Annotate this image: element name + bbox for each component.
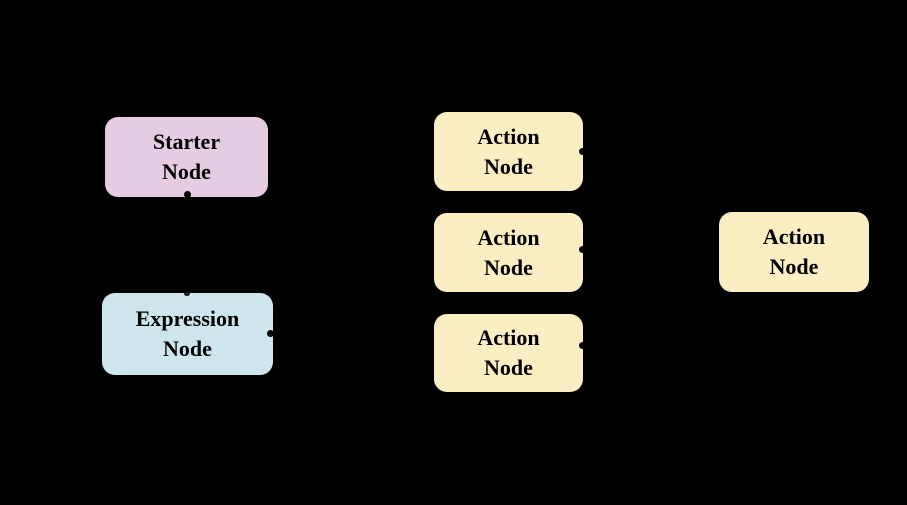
connector-stub-starter-bottom	[184, 191, 191, 198]
connector-stub-expression-right	[267, 330, 274, 337]
connector-stub-action-2-right	[579, 246, 586, 253]
action-node-2: Action Node	[434, 213, 583, 292]
starter-node-label-line1: Starter	[152, 129, 221, 154]
action-node-3-label-line1: Action	[477, 325, 540, 350]
action-node-4-label-line1: Action	[762, 224, 826, 249]
action-node-2-label-line1: Action	[477, 224, 540, 250]
connector-stub-action-3-right	[579, 342, 586, 349]
action-node-1-label-line1: Action	[477, 123, 540, 149]
action-node-4-label-line2: Node	[769, 254, 819, 279]
connector-stub-action-1-right	[579, 148, 586, 155]
action-node-4: Action Node	[719, 212, 869, 292]
expression-node-label-line1: Expression	[135, 306, 240, 331]
action-node-2-label-line2: Node	[484, 254, 533, 280]
starter-node-label-line2: Node	[162, 159, 211, 184]
action-node-1: Action Node	[434, 112, 583, 191]
expression-node-label-line2: Node	[163, 336, 212, 361]
action-node-1-label-line2: Node	[484, 153, 533, 179]
starter-node: Starter Node	[105, 117, 268, 197]
expression-node: Expression Node	[102, 293, 273, 375]
connector-stub-expression-top	[184, 292, 190, 296]
action-node-3: Action Node	[434, 314, 583, 392]
action-node-3-label-line2: Node	[484, 355, 533, 380]
